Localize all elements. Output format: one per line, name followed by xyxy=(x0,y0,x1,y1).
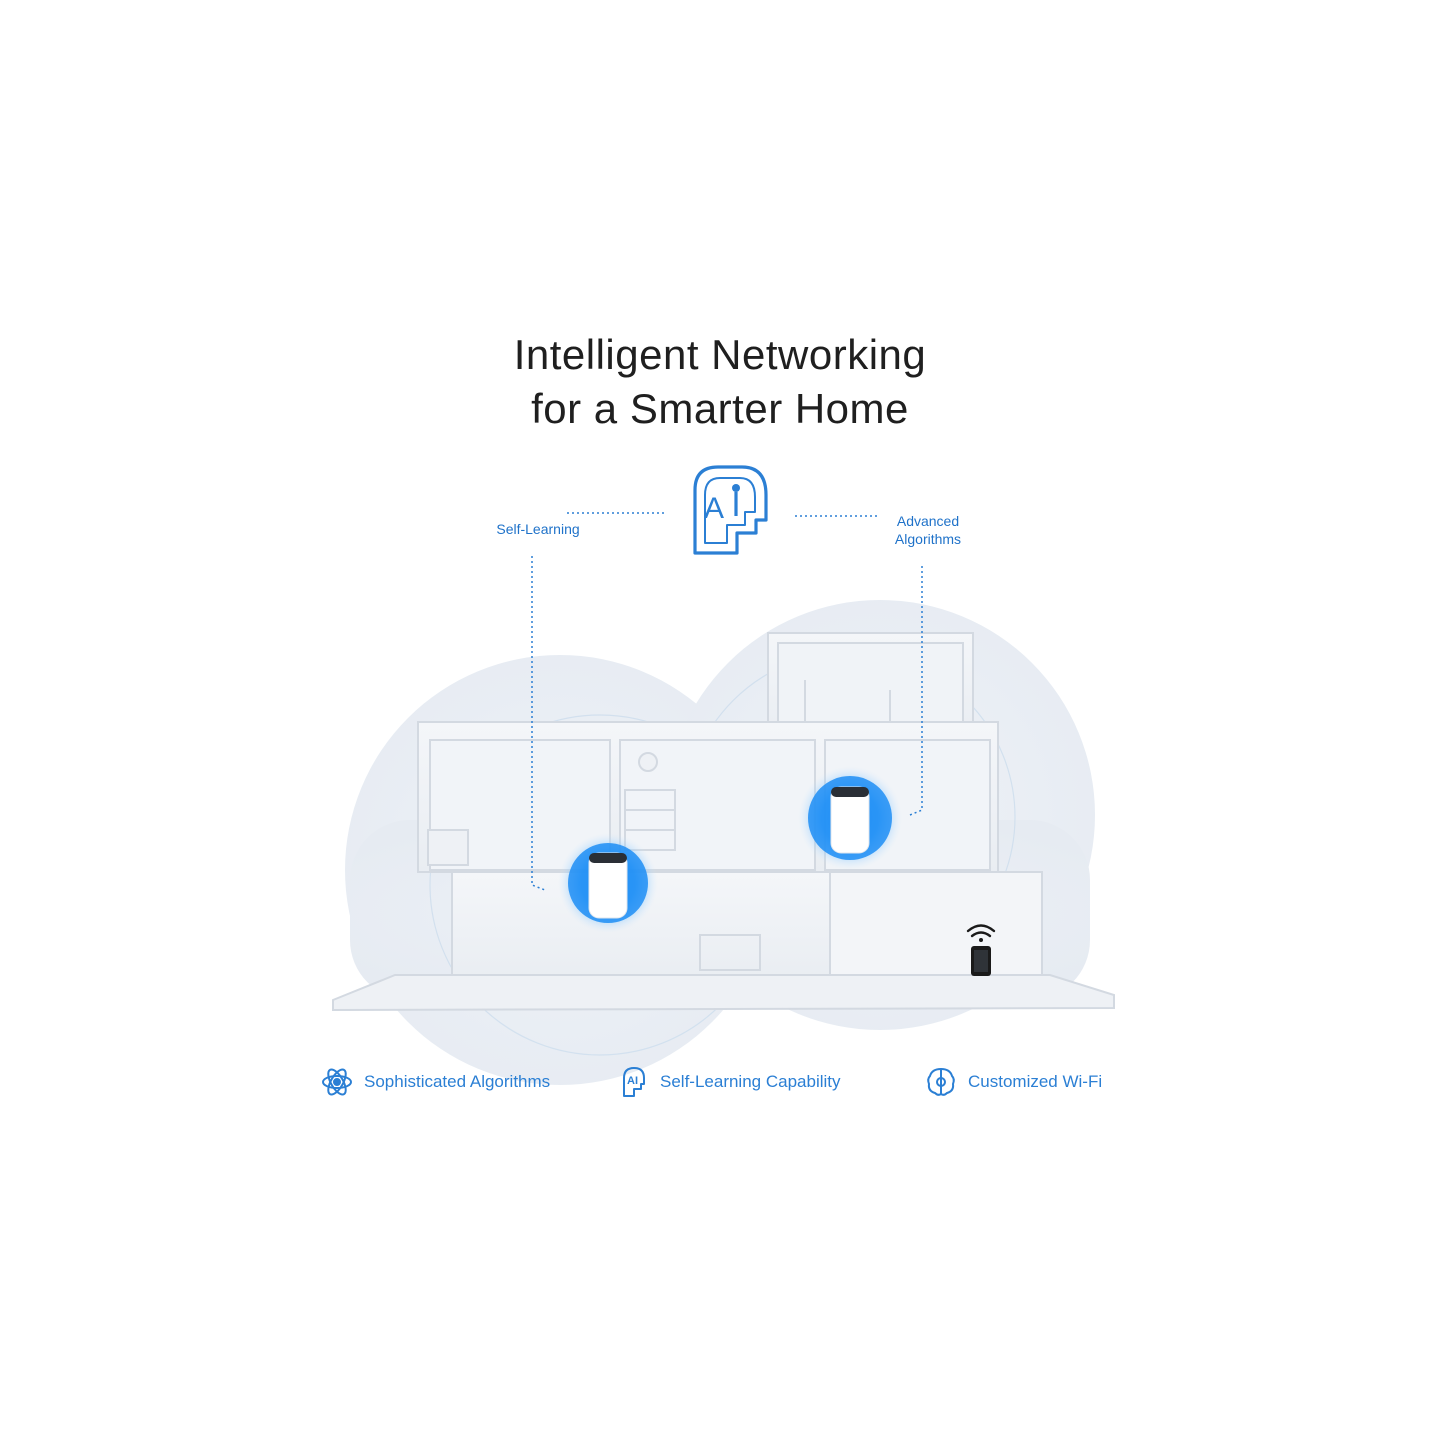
callout-self-learning: Self-Learning xyxy=(496,521,580,537)
phone-icon xyxy=(971,946,991,976)
router-left xyxy=(558,833,658,933)
svg-text:AI: AI xyxy=(627,1075,638,1087)
svg-text:A: A xyxy=(704,492,724,525)
ai-head-icon: AI xyxy=(623,1067,645,1097)
feature-self-learning-capability: AI Self-Learning Capability xyxy=(616,1064,841,1100)
title-line-1: Intelligent Networking xyxy=(513,331,927,378)
feature-label: Customized Wi-Fi xyxy=(968,1072,1103,1091)
connector-lines xyxy=(531,512,923,891)
feature-sophisticated-algorithms: Sophisticated Algorithms xyxy=(320,1064,550,1100)
page-title: Intelligent Networking for a Smarter Hom… xyxy=(0,328,1440,436)
ai-head-icon: A xyxy=(693,465,768,555)
atom-icon xyxy=(322,1068,352,1096)
brain-gear-icon xyxy=(927,1067,955,1096)
callout-advanced-algorithms: Advanced Algorithms xyxy=(868,512,988,548)
feature-label: Self-Learning Capability xyxy=(660,1072,841,1091)
wifi-icon xyxy=(966,924,996,942)
feature-customized-wifi: Customized Wi-Fi xyxy=(924,1064,1102,1100)
feature-list: Sophisticated Algorithms AI Self-Learnin… xyxy=(320,1064,1120,1104)
feature-label: Sophisticated Algorithms xyxy=(364,1072,551,1091)
router-right xyxy=(798,766,902,870)
callout-right-line-1: Advanced xyxy=(896,513,960,529)
title-line-2: for a Smarter Home xyxy=(531,385,909,432)
callout-right-line-2: Algorithms xyxy=(894,531,962,547)
